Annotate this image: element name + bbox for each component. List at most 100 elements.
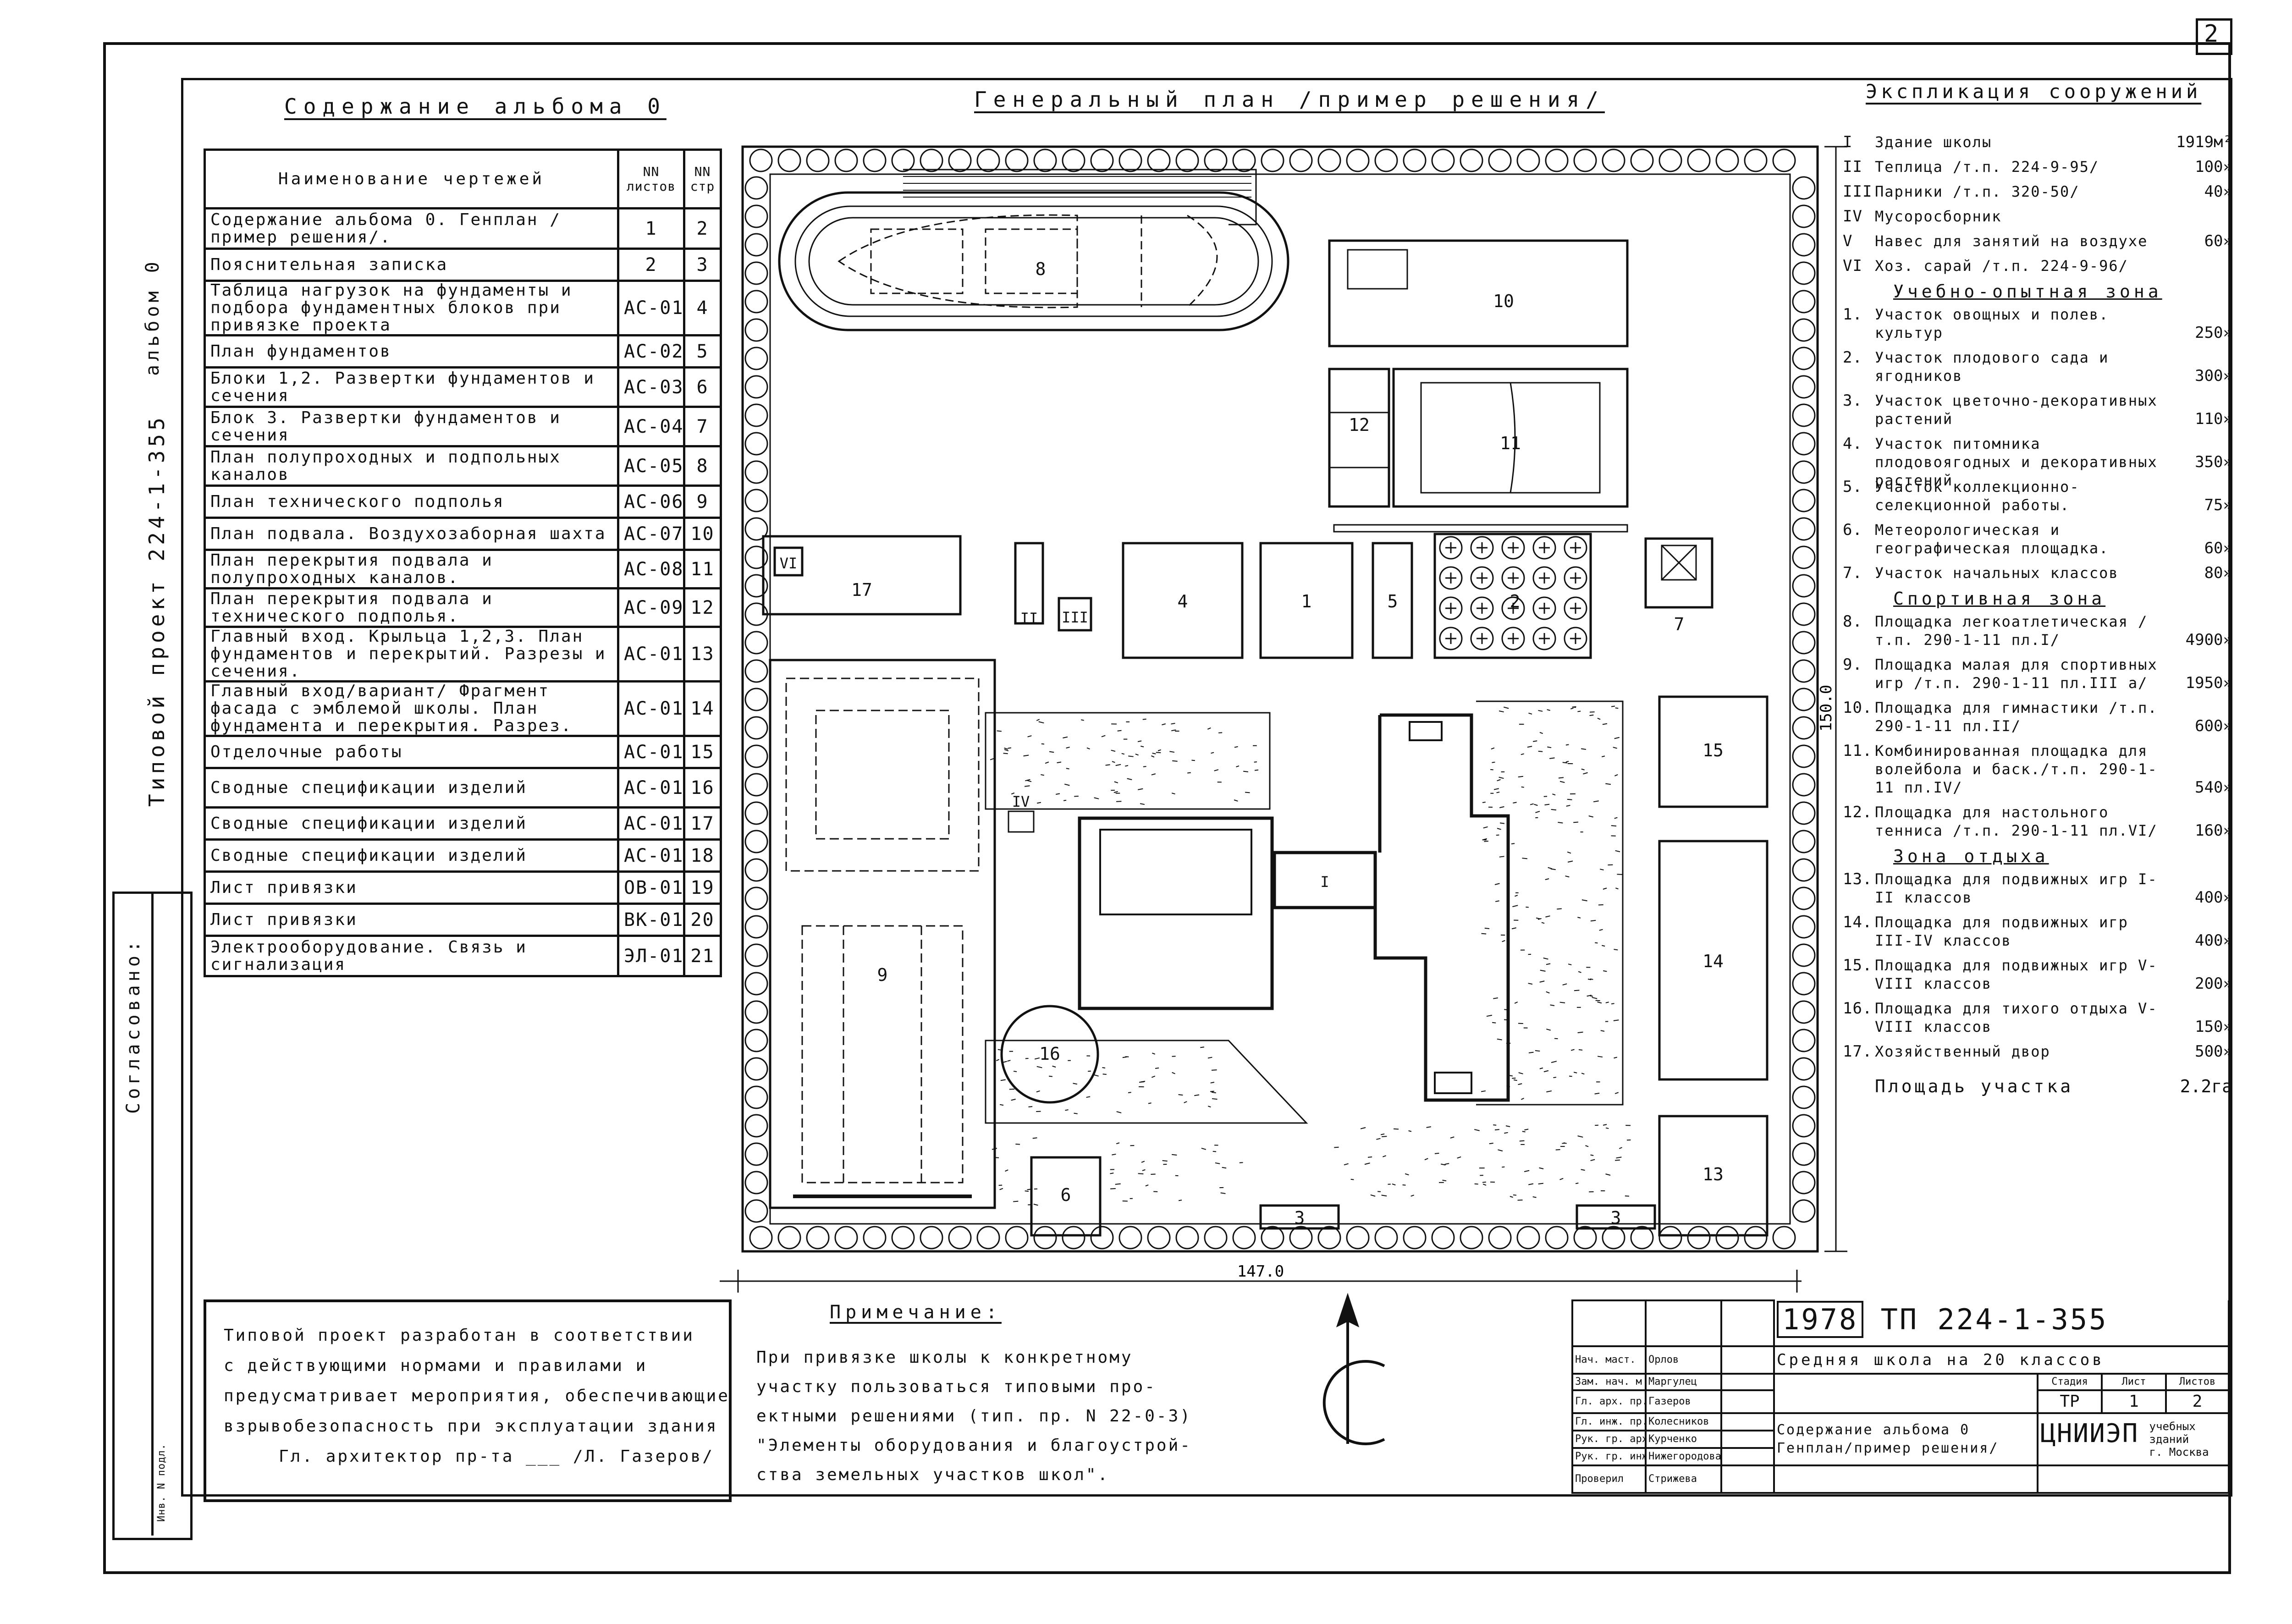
explication-item-area: 160» [2195,821,2232,840]
contents-row-code: ОВ-01 [617,870,685,905]
col-page-header: NN стр [683,149,722,209]
sheet-label: Лист [2101,1373,2167,1391]
zone-6 [1030,1156,1102,1237]
plan-label-VI: VI [780,555,798,572]
contents-row-page: 12 [683,587,722,628]
contents-row-code: АС-011 [617,680,685,737]
contents-row-page: 7 [683,406,722,447]
plan-label-15: 15 [1702,740,1724,760]
staff-role: Рук. гр. арх. [1571,1430,1647,1449]
plan-label-16: 16 [1039,1044,1060,1064]
contents-row-name: Блок 3. Развертки фундаментов и сечения [204,406,619,447]
plan-label-I: I [1320,873,1329,891]
explication-item-area: 75» [2204,496,2232,514]
sheet-number-box [2196,18,2232,55]
contents-row-name: Пояснительная записка [204,248,619,282]
dimension-height: 150.0 [1817,685,1835,732]
explication-item-name: Участок питомника плодовоягодных и декор… [1875,435,2158,489]
explication-item-num: 1. [1843,305,1862,324]
contents-row-code: АС-013 [617,767,685,809]
sheet-inner-frame [181,78,2232,1497]
plan-label-13: 13 [1702,1164,1724,1184]
remark-line: При привязке школы к конкретному [756,1348,1133,1367]
site-area-value: 2.2га [2180,1076,2232,1096]
explication-item-name: Площадка легкоатлетическая /т.п. 290-1-1… [1875,613,2148,649]
explication-item-num: V [1843,232,1853,250]
contents-row-code: АС-09 [617,587,685,628]
plan-label-3b: 3 [1611,1208,1621,1228]
plan-label-8: 8 [1036,259,1046,279]
staff-name: Курченко [1645,1430,1722,1449]
contents-row-code: АС-014 [617,806,685,841]
explication-item-name: Площадка для подвижных игр I-II классов [1875,870,2158,906]
explication-item-name: Здание школы [1875,133,1992,151]
explication-item-area: 1919м² [2176,133,2232,151]
staff-name: Орлов [1645,1345,1722,1375]
explication-item-area: 60» [2204,539,2232,557]
sheets-label: Листов [2165,1373,2230,1391]
explication-item-num: 10. [1843,699,1873,717]
explication-item-name: Парники /т.п. 320-50/ [1875,183,2080,200]
explication-item-num: 9. [1843,655,1862,674]
zone-13 [1658,1115,1769,1237]
developer-note-line: с действующими нормами и правилами и [224,1356,648,1375]
sheets-value: 2 [2165,1389,2230,1414]
zone-10 [1328,239,1629,347]
building-VI [773,546,804,577]
contents-row-code: АС-07 [617,517,685,551]
contents-row: Содержание альбома 0. Генплан /пример ре… [204,207,722,250]
contents-row-page: 19 [683,870,722,905]
zone-12 [1328,368,1390,508]
contents-row-code: АС-015 [617,838,685,873]
building-II [1014,542,1044,625]
contents-row-code: АС-012 [617,735,685,769]
explication-item-name: Участок начальных классов [1875,564,2119,582]
zone-8-track [778,169,1289,331]
remark-line: "Элементы оборудования и благоустрой- [756,1436,1192,1455]
contents-row-name: План фундаментов [204,334,619,369]
contents-row-name: Главный вход. Крыльца 1,2,3. План фундам… [204,626,619,683]
explication-zone-title: Учебно-опытная зона [1893,281,2162,302]
zone-16 [1000,1005,1099,1104]
contents-row: Таблица нагрузок на фундаменты и подбора… [204,280,722,336]
school-building [1078,713,1510,1102]
contents-row-name: Главный вход/вариант/ Фрагмент фасада с … [204,680,619,737]
contents-row-page: 11 [683,549,722,589]
zone-11 [1392,368,1629,508]
explication-title: Экспликация сооружений [1866,80,2202,103]
contents-row-code: 2 [617,248,685,282]
staff-name: Нижегородова [1645,1447,1722,1466]
contents-row: Электрооборудование. Связь и сигнализаци… [204,935,722,977]
explication-item-name: Площадка малая для спортивных игр /т.п. … [1875,656,2158,692]
contents-table: Наименование чертежей NN листов NN стр С… [204,149,722,977]
sheet-value: 1 [2101,1389,2167,1414]
contents-row-name: План перекрытия подвала и технического п… [204,587,619,628]
plan-label-7: 7 [1674,614,1685,634]
remark-line: ства земельных участков школ". [756,1465,1110,1484]
explication-item-name: Площадка для подвижных игр III-IV классо… [1875,914,2128,949]
explication-item-area: 600» [2195,717,2232,735]
zone-5 [1372,542,1413,659]
north-arrow-icon [1322,1293,1385,1445]
binding-inv: Инв. N подл. [156,1443,167,1522]
explication-item-name: Навес для занятий на воздухе [1875,232,2148,250]
explication-item-num: I [1843,133,1853,151]
contents-row-code: АС-05 [617,445,685,487]
staff-role: Зам. нач. м [1571,1373,1647,1391]
explication-item-num: 13. [1843,870,1873,888]
plan-label-10: 10 [1493,291,1514,311]
staff-name: Стрижева [1645,1464,1722,1494]
developer-signature: Гл. архитектор пр-та ___ /Л. Газеров/ [279,1447,714,1466]
contents-row-name: Электрооборудование. Связь и сигнализаци… [204,935,619,977]
zone-15 [1658,695,1769,808]
contents-row-name: Сводные спецификации изделий [204,767,619,809]
contents-row-code: АС-06 [617,484,685,519]
zone-1 [1259,542,1354,659]
project-year: 1978 [1777,1300,1864,1338]
explication-item-name: Площадка для гимнастики /т.п. 290-1-11 п… [1875,699,2158,735]
